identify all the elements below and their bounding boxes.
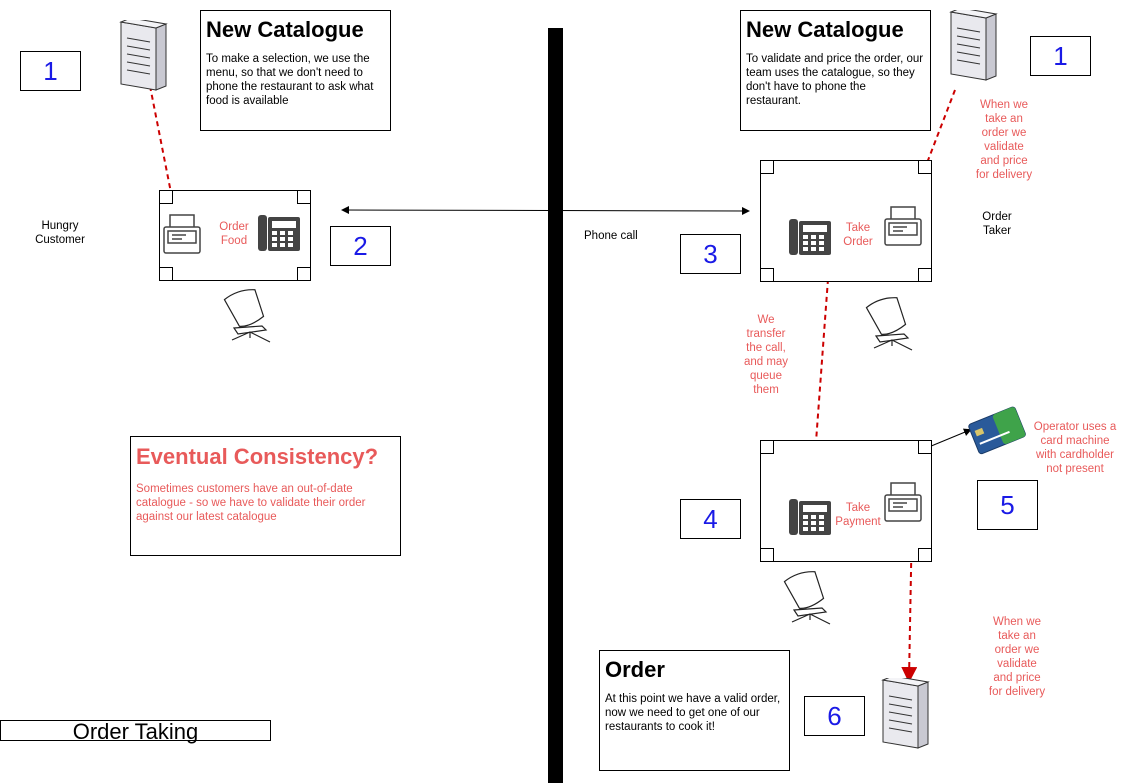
credit-card-icon [968,402,1028,463]
step-1-left: 1 [20,51,81,91]
take-payment-label: Take Payment [835,502,881,528]
fax-icon [883,477,923,528]
step-5: 5 [977,480,1038,530]
left-catalogue-body: To make a selection, we use the menu, so… [206,53,374,107]
document-icon [118,17,168,92]
telephone-icon [789,497,831,542]
right-catalogue-body: To validate and price the order, our tea… [746,53,924,107]
document-icon [948,7,998,82]
step-6: 6 [804,696,865,736]
order-food-label: Order Food [219,221,249,247]
customer-desk: Order Food [159,190,311,281]
step-2: 2 [330,226,391,266]
eventual-consistency-title: Eventual Consistency? [136,444,379,469]
fax-icon [883,201,923,252]
take-order-desk: Take Order [760,160,932,282]
phone-call-label: Phone call [584,230,638,242]
chair-icon [222,288,274,351]
order-card: Order At this point we have a valid orde… [599,650,790,771]
telephone-icon [789,217,831,262]
fax-icon [162,209,202,260]
eventual-consistency-body: Sometimes customers have an out-of-date … [136,483,366,523]
order-taking-title: Order Taking [0,720,271,743]
left-catalogue-card: New Catalogue To make a selection, we us… [200,10,391,131]
transfer-call-arrow [804,251,831,500]
hungry-customer-label: Hungry Customer [35,220,85,246]
step-4: 4 [680,499,741,539]
right-catalogue-title: New Catalogue [746,17,904,42]
validate-note-top: When we take an order we validate and pr… [975,99,1033,181]
take-payment-desk: Take Payment [760,440,932,562]
order-card-body: At this point we have a valid order, now… [605,693,781,733]
take-order-label: Take Order [843,222,873,248]
transfer-note: We transfer the call, and may queue them [743,314,789,396]
document-icon [880,675,930,750]
chair-icon [864,296,916,359]
left-catalogue-title: New Catalogue [206,17,364,42]
right-catalogue-card: New Catalogue To validate and price the … [740,10,931,131]
eventual-consistency-card: Eventual Consistency? Sometimes customer… [130,436,401,556]
order-taker-label: Order Taker [982,211,1012,237]
swimlane-divider [548,28,563,783]
step-1-right: 1 [1030,36,1091,76]
chair-icon [782,570,834,633]
card-machine-note: Operator uses a card machine with cardho… [1033,421,1117,475]
telephone-icon [258,213,300,258]
validate-note-bottom: When we take an order we validate and pr… [988,616,1046,698]
order-card-title: Order [605,657,665,682]
step-3: 3 [680,234,741,274]
phone-call-arrow [341,206,750,215]
left-menu-to-fax-arrow [149,85,181,217]
